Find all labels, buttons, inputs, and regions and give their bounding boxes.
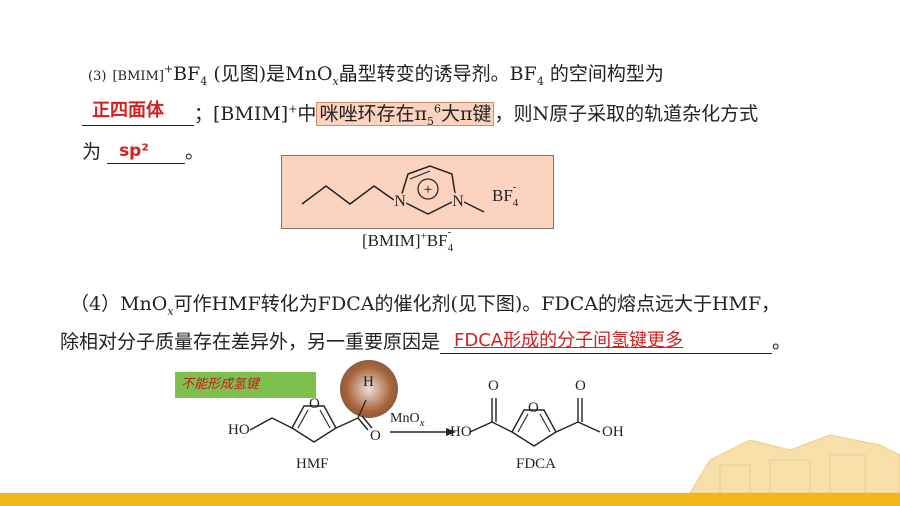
bottom-accent-bar (0, 493, 900, 506)
methyl-bond (459, 199, 485, 213)
h-atom: H (363, 374, 374, 390)
answer1-blank: 正四面体 (82, 100, 194, 126)
hmf-ring-o: O (309, 396, 320, 412)
bmim-structure-box: + N N BF-4 (281, 155, 554, 229)
fdca-furan-ring (511, 409, 557, 447)
answer3: FDCA形成的分子间氢键更多 (454, 330, 684, 351)
q3-line2: 正四面体 ；[BMIM]+中咪唑环存在π56大π键，则N原子采取的轨道杂化方式 (82, 100, 758, 127)
answer2: sp² (119, 141, 149, 161)
fdca-o-top-left: O (488, 378, 499, 394)
n-right: N (452, 193, 464, 210)
imidazole-ring (399, 165, 457, 215)
fdca-o-top-right: O (575, 378, 586, 394)
hmf-furan-ring (291, 405, 337, 443)
campus-building-decoration (689, 434, 900, 493)
q3-line1: (3) [BMIM]+BF4 (见图)是MnOx晶型转变的诱导剂。BF4 的空间… (88, 62, 664, 88)
hmf-label: HMF (296, 456, 329, 472)
fdca-ring-o: O (528, 400, 539, 416)
q3-line3: 为 sp² 。 (82, 141, 205, 164)
n-left: N (394, 193, 406, 210)
svg-text:+: + (424, 182, 432, 198)
fdca-label: FDCA (516, 456, 557, 472)
positive-charge-circle (417, 178, 439, 200)
butyl-chain (301, 185, 395, 205)
fdca-oh-label: OH (602, 424, 624, 440)
answer1: 正四面体 (92, 100, 164, 121)
bmim-caption: [BMIM]+BF-4 (362, 226, 454, 254)
green-annotation-label: 不能形成氢键 (175, 372, 316, 398)
bf4-anion: BF-4 (492, 181, 519, 209)
q4-line1: （4）MnOx可作HMF转化为FDCA的催化剂(见下图)。FDCA的熔点远大于H… (70, 293, 781, 318)
bmim-structure-svg: + N N (301, 165, 485, 215)
hydrogen-highlight-circle (340, 360, 398, 418)
reaction-scheme-svg (249, 398, 601, 447)
hmf-carbonyl-o: O (370, 428, 381, 444)
answer3-blank: FDCA形成的分子间氢键更多 (440, 330, 773, 354)
hmf-ho-label: HO (228, 422, 250, 438)
answer2-blank: sp² (107, 141, 186, 164)
fdca-ho-label: HO (450, 424, 472, 440)
reagent-label: MnOx (390, 411, 425, 429)
pi-bond-highlight: 咪唑环存在π56大π键 (316, 102, 495, 127)
